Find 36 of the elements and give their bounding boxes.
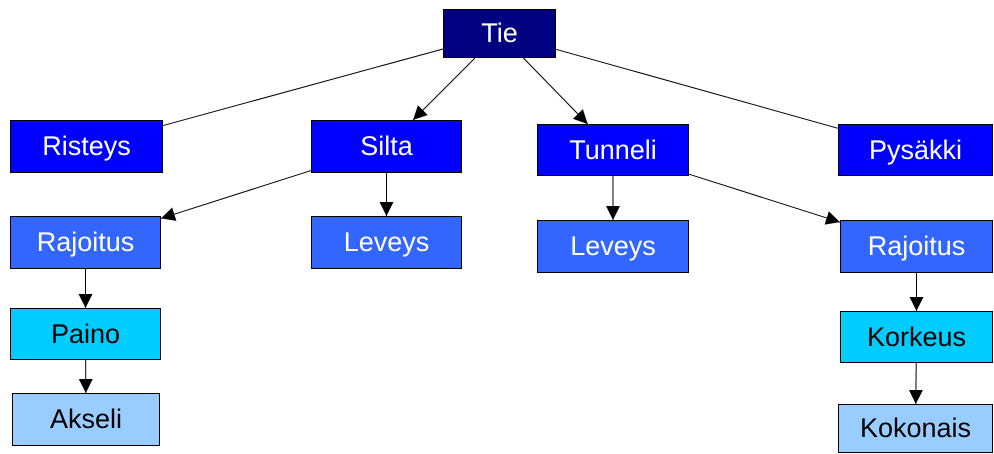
node-label: Korkeus xyxy=(866,322,966,352)
node-label: Leveys xyxy=(344,227,430,258)
category-box xyxy=(10,120,163,173)
node-label: Silta xyxy=(360,131,413,162)
node-label: Kokonais xyxy=(860,413,972,444)
category-box xyxy=(311,120,462,173)
category-box xyxy=(838,404,993,453)
arrow xyxy=(380,172,394,216)
arrow xyxy=(78,360,93,394)
node-label: Paino xyxy=(50,318,120,350)
node-label: Rajoitus xyxy=(36,227,134,258)
node-label: Pysäkki xyxy=(868,134,962,166)
node-label: Leveys xyxy=(570,231,656,262)
category-box xyxy=(537,124,689,176)
category-box xyxy=(537,220,689,273)
node-label: Rajoitus xyxy=(868,231,966,262)
category-box xyxy=(840,311,993,363)
category-box xyxy=(311,216,462,269)
node-label: Risteys xyxy=(42,131,131,162)
arrow xyxy=(78,268,92,308)
arrow xyxy=(412,58,476,120)
category-box xyxy=(838,124,993,176)
arrow xyxy=(606,176,620,220)
category-box xyxy=(12,393,160,446)
category-box xyxy=(10,308,161,360)
category-box xyxy=(10,216,161,269)
arrow xyxy=(160,170,312,221)
category-box xyxy=(443,9,556,58)
arrow xyxy=(908,362,923,404)
node-label: Tunneli xyxy=(569,134,657,166)
node-label: Akseli xyxy=(50,404,122,435)
category-box xyxy=(840,220,993,273)
arrow xyxy=(910,272,924,312)
node-label: Tie xyxy=(481,18,518,49)
arrow xyxy=(522,58,588,124)
arrow xyxy=(688,174,840,225)
